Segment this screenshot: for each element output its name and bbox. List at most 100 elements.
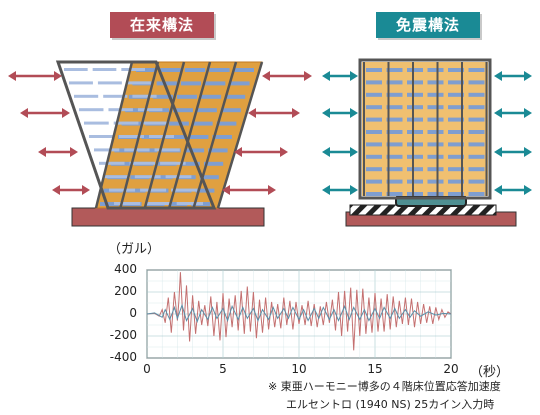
isolated-floor-slab — [407, 92, 423, 97]
ghost-floor-slab — [64, 68, 88, 71]
ghost-floor-slab — [149, 135, 174, 138]
chart-grid — [146, 269, 452, 359]
isolated-floor-slab — [386, 80, 403, 85]
isolated-floor-slab — [448, 167, 464, 172]
x-tick-label: 0 — [143, 362, 151, 376]
conventional-ghost-outline — [55, 60, 217, 210]
isolated-floor-slab — [386, 167, 403, 172]
conventional-right-arrow-head — [234, 147, 242, 157]
note-line-2: エルセントロ (1940 NS) 25カイン入力時 — [286, 398, 495, 411]
ghost-floor-slab — [97, 81, 122, 85]
isolated-floor-slab — [366, 117, 382, 122]
ghost-floor-slab — [154, 148, 180, 152]
conventional-left-arrow-head — [20, 108, 28, 118]
conventional-column — [167, 61, 212, 209]
x-tick-label: 10 — [291, 362, 307, 376]
ghost-floor-slab — [145, 202, 172, 205]
isolated-floor-slab — [386, 92, 403, 97]
isolated-floor-slab — [366, 92, 382, 97]
isolated-label: 免震構法 — [376, 12, 480, 38]
y-tick-label: 0 — [129, 306, 137, 320]
isolated-floor-slab — [448, 130, 464, 134]
conventional-right-arrow-head — [262, 71, 270, 81]
isolated-floor-slab — [407, 154, 423, 159]
isolated-floor-slab — [468, 142, 485, 147]
isolated-floor-slab — [386, 117, 403, 122]
isolated-floor-slab — [468, 154, 485, 159]
ghost-floor-slab — [129, 161, 156, 165]
isolated-floor-slab — [448, 192, 464, 196]
conventional-label: 在来構法 — [110, 12, 214, 38]
ghost-floor-slab — [126, 81, 151, 85]
isolated-body — [362, 62, 488, 196]
isolated-right-arrow-head — [524, 147, 532, 157]
isolated-floor-slab — [468, 68, 485, 72]
conventional-floor-slab — [212, 135, 232, 139]
isolated-floor-slab — [468, 117, 485, 122]
conventional-floor-slab — [184, 148, 205, 153]
ghost-floor-slab — [94, 148, 120, 152]
isolated-floor-slab — [407, 117, 423, 122]
ghost-floor-slab — [114, 202, 141, 205]
isolated-columns — [363, 62, 488, 196]
conventional-floor-slab — [199, 175, 219, 180]
conventional-columns — [94, 61, 264, 209]
ghost-floor-slab — [176, 202, 203, 205]
ghost-floor-slab — [119, 135, 144, 138]
conventional-floor-slab — [209, 68, 230, 72]
isolated-floor-slab — [386, 130, 403, 134]
x-tick-label: 15 — [367, 362, 383, 376]
conventional-floor-slab — [180, 161, 200, 166]
isolated-right-arrow-head — [524, 71, 532, 81]
isolated-floor-slab — [407, 105, 423, 110]
isolated-floor-slab — [448, 80, 464, 85]
isolated-floor-slab — [427, 80, 444, 85]
isolated-floor-slab — [448, 179, 464, 184]
ghost-floor-slab — [132, 94, 157, 98]
isolated-right-arrow-head — [494, 185, 502, 195]
isolated-floor-slab — [427, 68, 444, 72]
ghost-floor-slab — [109, 188, 136, 192]
isolated-floor-slab — [427, 130, 444, 134]
isolated-floor-slab — [448, 105, 464, 110]
isolated-floor-slab — [366, 167, 382, 172]
ghost-floor-slab — [134, 175, 161, 179]
ghost-floor-slab — [79, 108, 104, 112]
isolated-right-arrow-head — [494, 108, 502, 118]
conventional-floor-slab — [229, 81, 250, 86]
isolated-floor-slab — [366, 179, 382, 184]
isolated-left-arrow-head — [322, 147, 330, 157]
isolated-floor-slab — [386, 142, 403, 147]
y-tick-label: 400 — [114, 262, 137, 276]
ghost-floor-slab — [113, 121, 139, 125]
isolated-floor-slab — [427, 92, 444, 97]
conventional-left-arrow-head — [54, 71, 62, 81]
conventional-right-arrow-head — [292, 108, 300, 118]
ghost-floor-slab — [103, 94, 128, 98]
conventional-floor-slab — [195, 188, 215, 193]
ghost-floor-slab — [121, 68, 145, 71]
building-diagrams — [8, 58, 532, 227]
y-tick-label: 200 — [114, 284, 137, 298]
isolated-floor-slab — [366, 80, 382, 85]
conventional-floor-slab — [205, 81, 226, 86]
isolated-floor-slab — [448, 142, 464, 147]
ghost-floor-slab — [124, 148, 150, 152]
isolated-floor-slab — [427, 179, 444, 184]
isolated-floor-slab — [386, 154, 403, 159]
conventional-floor-slab — [165, 135, 185, 139]
isolated-shake-arrows — [322, 71, 532, 195]
conventional-floor-slab — [208, 148, 228, 153]
isolated-left-arrow-head — [350, 147, 358, 157]
conventional-floor-slab — [160, 68, 181, 72]
conventional-floor-slab — [192, 121, 213, 126]
isolated-floor-slab — [386, 192, 403, 196]
isolated-floor-slab — [407, 192, 423, 196]
isolated-left-arrow-head — [350, 71, 358, 81]
conventional-left-arrow-head — [82, 185, 90, 195]
y-axis-unit: （ガル） — [108, 242, 161, 257]
isolated-floors — [366, 68, 485, 196]
x-tick-label: 5 — [219, 362, 227, 376]
isolated-floor-slab — [407, 80, 423, 85]
isolated-floor-slab — [366, 68, 382, 72]
